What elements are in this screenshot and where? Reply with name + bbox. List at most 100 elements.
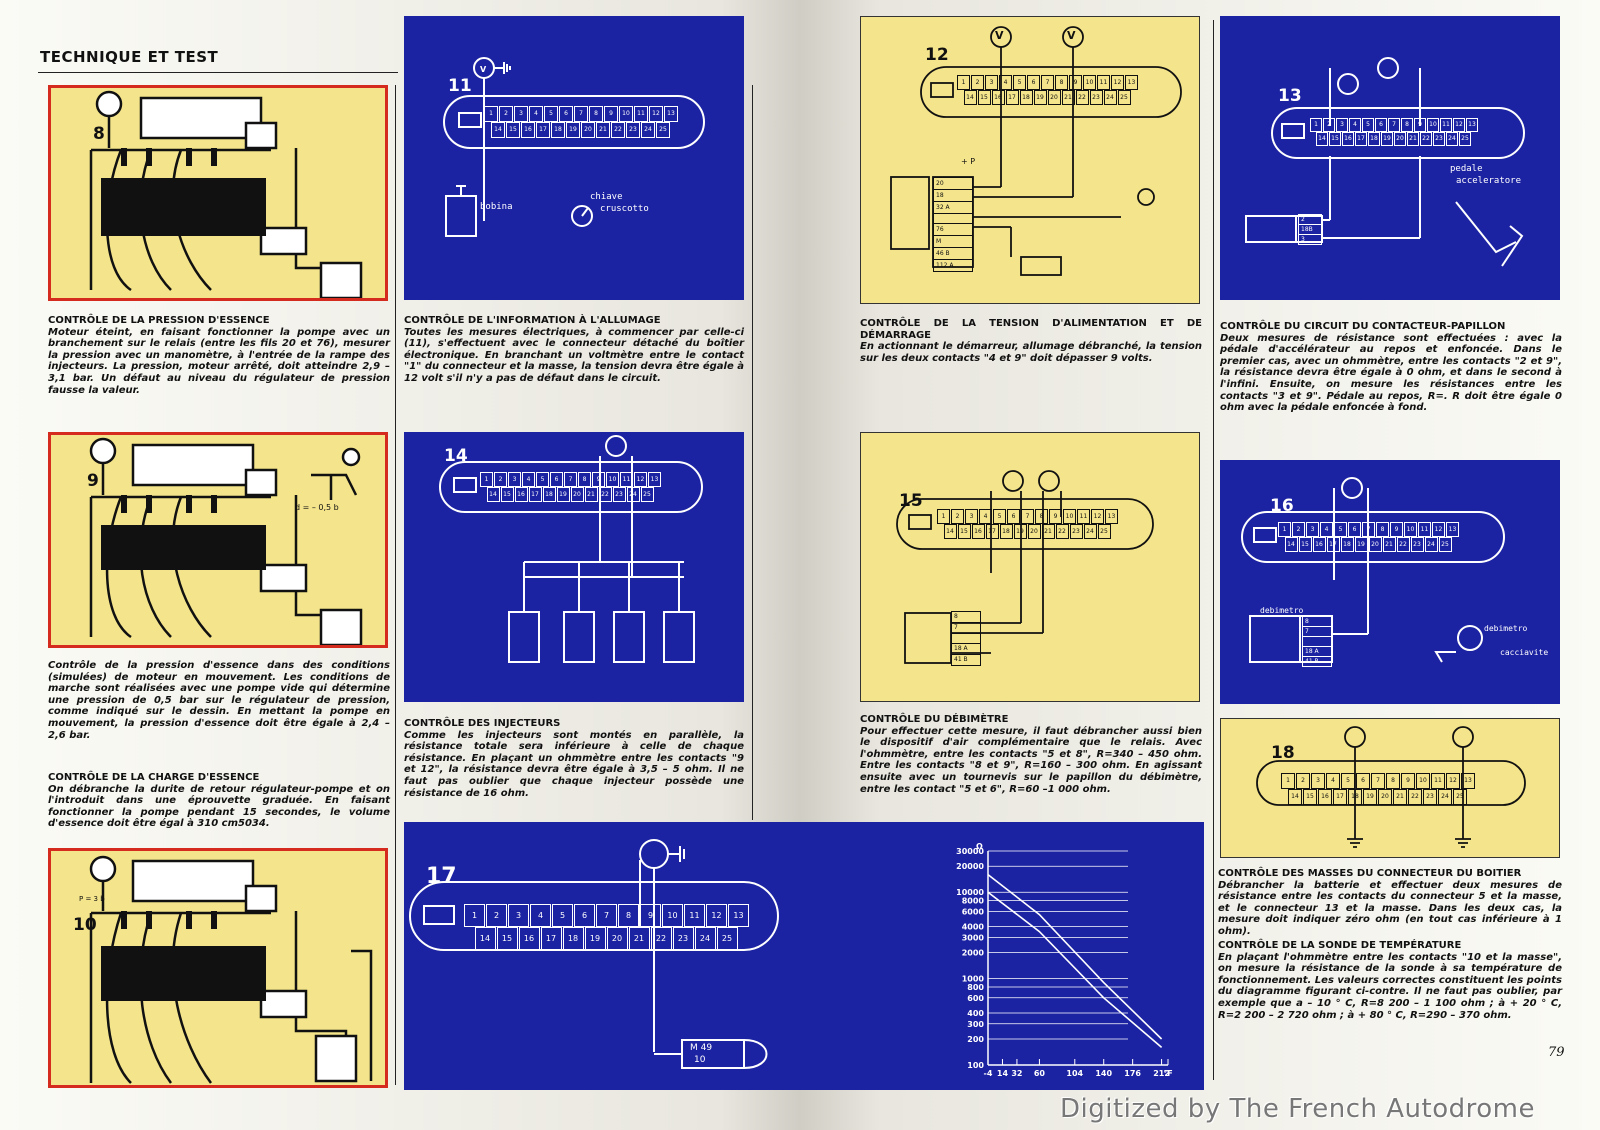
connector-pin: 21	[1041, 524, 1055, 539]
connector-pin: 11	[1418, 522, 1431, 537]
connector-pin: 8	[589, 106, 603, 122]
connector-pin: 5	[552, 904, 573, 927]
connector-pin: 25	[1097, 524, 1111, 539]
chart-x-tick-label: 140	[1095, 1069, 1112, 1078]
connector-pin: 19	[566, 122, 580, 138]
connector-pin: 21	[1393, 789, 1407, 805]
connector-pin: 17	[1333, 789, 1347, 805]
chart-y-tick-label: 30000	[956, 847, 984, 856]
chart-x-tick-label: 212	[1153, 1069, 1170, 1078]
connector-pin: 12	[1091, 509, 1104, 524]
connector-pin: 1	[1310, 118, 1322, 132]
table-cell: 18 A	[951, 644, 981, 655]
connector-pin: 23	[1433, 132, 1445, 146]
connector-pin: 10	[662, 904, 683, 927]
pressure-note: d = – 0,5 b	[295, 503, 339, 512]
connector-pin: 7	[1041, 75, 1054, 90]
plus-label: + P	[961, 157, 976, 166]
connector-pin: 10	[1427, 118, 1439, 132]
connector-pin: 15	[957, 524, 971, 539]
chart-x-tick-label: °F	[1163, 1069, 1172, 1078]
connector-pin: 24	[641, 122, 655, 138]
connector-pin: 22	[611, 122, 625, 138]
voltmeter-label: V	[480, 65, 487, 74]
watermark: Digitized by The French Autodrome	[1060, 1094, 1535, 1124]
table-cell: 41 B	[1302, 657, 1332, 667]
connector-pin: 3	[1336, 118, 1348, 132]
resistance-temperature-chart: 3000020000100008000600040003000200010008…	[956, 842, 1173, 1078]
connector-pin: 16	[1342, 132, 1354, 146]
connector-pin: 12	[649, 106, 663, 122]
connector-pin: 8	[1386, 773, 1400, 789]
connector-pin: 9	[1401, 773, 1415, 789]
figure-number: 12	[925, 45, 949, 65]
connector-pin: 19	[556, 487, 570, 502]
injector-diagram	[439, 435, 703, 663]
connector-pin: 22	[1055, 524, 1069, 539]
connector-pin: 16	[971, 524, 985, 539]
connector-pin: 20	[1394, 132, 1406, 146]
connector-pin: 14	[1284, 537, 1298, 552]
chart-y-tick-label: 800	[967, 983, 984, 992]
connector-pin: 21	[628, 927, 650, 950]
connector-pin: 24	[626, 487, 640, 502]
connector-pin: 8	[1401, 118, 1413, 132]
connector-pin: 17	[985, 524, 999, 539]
table-cell: 20	[933, 177, 973, 190]
connector-pin: 25	[1438, 537, 1452, 552]
connector-pin: 23	[1423, 789, 1437, 805]
connector-pin: 19	[1363, 789, 1377, 805]
connector-pin: 25	[716, 927, 738, 950]
table-cell: M	[933, 236, 973, 248]
connector-pin: 21	[584, 487, 598, 502]
caption-title: CONTRÔLE DU DÉBIMÈTRE	[860, 714, 1009, 725]
connector-pin: 8	[578, 472, 591, 487]
chart-x-tick-label: 14	[997, 1069, 1009, 1078]
connector-pin: 4	[979, 509, 992, 524]
connector-pin: 6	[1348, 522, 1361, 537]
connector-pin: 1	[957, 75, 970, 90]
table-cell: 8	[951, 611, 981, 623]
connector-pin: 16	[991, 90, 1005, 105]
connector-pin: 6	[1356, 773, 1370, 789]
connector-pin: 10	[1063, 509, 1076, 524]
connector-pin: 19	[584, 927, 606, 950]
connector-pin: 5	[544, 106, 558, 122]
connector-pin: 19	[1354, 537, 1368, 552]
connector-pin: 13	[1446, 522, 1459, 537]
connector-pin: 6	[574, 904, 595, 927]
connector-pin: 10	[1416, 773, 1430, 789]
caption-fig-11: CONTRÔLE DE L'INFORMATION À L'ALLUMAGE T…	[404, 315, 744, 385]
power-supply-diagram	[890, 26, 1182, 276]
connector-pin: 7	[574, 106, 588, 122]
connector-pin: 16	[1312, 537, 1326, 552]
connector-pin: 7	[1371, 773, 1385, 789]
connector-pin: 25	[1459, 132, 1471, 146]
connector-pin: 10	[619, 106, 633, 122]
connector-pin: 17	[528, 487, 542, 502]
table-cell	[951, 634, 981, 644]
voltmeter-label: V	[995, 29, 1004, 42]
connector-pin: 8	[1055, 75, 1068, 90]
connector-pin: 11	[1097, 75, 1110, 90]
chart-x-tick-label: 32	[1011, 1069, 1022, 1078]
connector-pin: 14	[491, 122, 505, 138]
connector-pin: 5	[1341, 773, 1355, 789]
figure-number: 14	[444, 446, 468, 466]
connector-pin: 25	[1117, 90, 1131, 105]
caption-fig-15: CONTRÔLE DU DÉBIMÈTRE Pour effectuer cet…	[860, 714, 1202, 795]
chart-y-tick-label: 100	[967, 1061, 984, 1070]
caption-title: CONTRÔLE DE LA TENSION D'ALIMENTATION ET…	[860, 318, 1202, 341]
table-cell: 41 B	[951, 655, 981, 666]
